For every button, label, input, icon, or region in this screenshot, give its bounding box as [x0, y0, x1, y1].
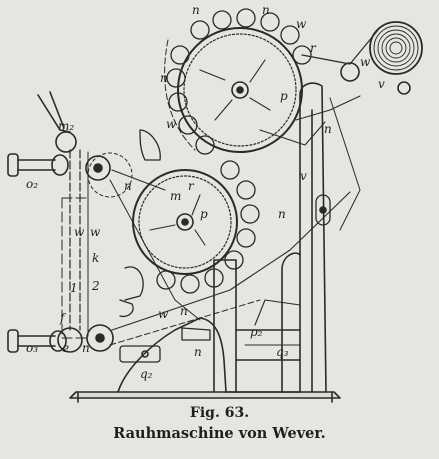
label-p-lower: p — [200, 207, 208, 221]
machine-drawing: n n w r w v p n n w m p r n v m₂ o₂ n w … — [7, 3, 423, 403]
label-p2: p₂ — [250, 325, 263, 339]
label-n-right: n — [324, 122, 332, 136]
label-q3: q₃ — [276, 345, 289, 359]
label-m: m — [170, 189, 181, 203]
label-w-left2: w — [90, 225, 101, 239]
label-w-top: w — [296, 17, 307, 31]
label-1: 1 — [70, 281, 78, 295]
label-o3: o₃ — [26, 341, 38, 355]
label-n-top2: n — [262, 3, 270, 17]
label-n-left-upper: n — [160, 71, 168, 85]
label-o2: o₂ — [26, 177, 38, 191]
label-n-left: n — [124, 179, 132, 193]
label-n-lower: n — [82, 341, 90, 355]
label-r-lower: r — [188, 179, 195, 193]
figure-number: Fig. 63. — [189, 405, 250, 421]
label-2: 2 — [91, 279, 100, 293]
label-v: v — [378, 77, 385, 91]
label-n-base: n — [194, 345, 202, 359]
label-w-lower: w — [158, 307, 169, 321]
label-r-upper: r — [310, 41, 317, 55]
label-n-lower2: n — [180, 304, 188, 318]
label-k: k — [92, 251, 99, 265]
label-w-right: w — [360, 55, 371, 69]
label-q2: q₂ — [140, 367, 153, 381]
label-w-left-upper: w — [166, 117, 177, 131]
label-p-upper: p — [280, 89, 288, 103]
machine-illustration: n n w r w v p n n w m p r n v m₂ o₂ n w … — [7, 3, 423, 403]
figure-caption: Fig. 63. Rauhmaschine von Wever. — [0, 405, 439, 443]
figure-title: Rauhmaschine von Wever. — [113, 424, 326, 442]
label-m2: m₂ — [58, 119, 74, 133]
label-n-mid: n — [278, 207, 286, 221]
label-n-top: n — [192, 3, 200, 17]
label-f: f — [59, 311, 67, 325]
label-w-left: w — [74, 225, 85, 239]
label-e: e — [62, 341, 69, 355]
label-v-mid: v — [300, 169, 307, 183]
